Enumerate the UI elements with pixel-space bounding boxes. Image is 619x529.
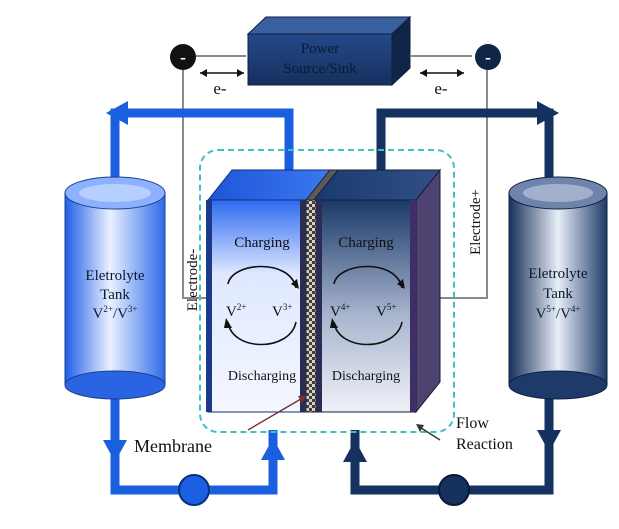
negative-electrode-strip <box>206 200 212 412</box>
electron-label-right: e- <box>434 79 448 98</box>
right-pump-icon <box>438 474 470 506</box>
right-up-arrow-icon <box>343 440 367 462</box>
left-cell-ion-b: V3+ <box>272 302 292 320</box>
negative-felt-strip <box>300 200 306 412</box>
left-tank-label-line1: Eletrolyte <box>85 268 144 284</box>
electron-flow-right: e- <box>420 69 464 98</box>
electron-flow-left: e- <box>200 69 244 98</box>
right-charge-arc <box>333 265 403 289</box>
right-discharging-label: Discharging <box>332 369 400 384</box>
right-tank: Eletrolyte Tank V5+/V4+ <box>508 176 608 400</box>
right-cell-ion-b: V5+ <box>376 302 396 320</box>
cell-side-face <box>415 168 441 414</box>
right-top-arrow-icon <box>537 101 559 125</box>
svg-text:-: - <box>180 47 186 67</box>
left-up-arrow-icon <box>261 438 285 460</box>
left-top-arrow-icon <box>106 101 128 125</box>
right-charging-label: Charging <box>338 235 394 251</box>
left-tank-ions: V2+/V3+ <box>92 304 137 322</box>
left-charge-arc <box>227 265 297 289</box>
left-discharge-arc <box>227 321 297 346</box>
right-half-cell-reaction: Charging Discharging V4+ V5+ <box>330 235 405 384</box>
right-tank-label-line1: Eletrolyte <box>528 266 587 282</box>
positive-electrode-strip <box>410 200 416 412</box>
right-discharge-arc <box>333 321 403 346</box>
left-charging-label: Charging <box>234 235 290 251</box>
power-label-line1: Power <box>301 41 339 57</box>
positive-terminal: - <box>475 44 501 70</box>
membrane-label: Membrane <box>134 436 212 456</box>
right-down-arrow-icon <box>537 430 561 452</box>
svg-text:-: - <box>485 47 491 67</box>
left-pump-icon <box>178 474 210 506</box>
membrane-callout: Membrane <box>134 395 307 456</box>
right-tank-ions: V5+/V4+ <box>535 304 580 322</box>
left-tank-label-line2: Tank <box>100 287 130 303</box>
left-down-arrow-icon <box>103 440 127 462</box>
negative-half-cell <box>207 199 307 413</box>
membrane-pointer <box>247 395 307 431</box>
left-cell-ion-a: V2+ <box>226 302 246 320</box>
positive-terminal-icon <box>475 44 501 70</box>
right-cell-ion-a: V4+ <box>330 302 350 320</box>
left-discharging-label: Discharging <box>228 369 296 384</box>
electron-label-left: e- <box>213 79 227 98</box>
membrane <box>305 199 317 413</box>
flow-label-line2: Reaction <box>456 436 513 453</box>
flow-label-line1: Flow <box>456 415 489 432</box>
cell-stack <box>206 168 442 414</box>
power-label-line2: Source/Sink <box>283 61 357 77</box>
left-half-cell-reaction: Charging Discharging V2+ V3+ <box>224 235 299 384</box>
flow-reaction-callout: Flow Reaction <box>416 415 513 453</box>
electrode-negative-label: Electrode- <box>185 249 201 311</box>
electrode-positive-label: Electrode+ <box>468 189 484 255</box>
right-tank-label-line2: Tank <box>543 286 573 302</box>
negative-terminal: - <box>170 44 196 70</box>
power-source-box: Power Source/Sink <box>246 15 412 87</box>
left-tank: Eletrolyte Tank V2+/V3+ <box>64 176 166 400</box>
negative-terminal-icon <box>170 44 196 70</box>
positive-half-cell <box>315 199 417 413</box>
positive-wire <box>430 52 488 299</box>
positive-felt-strip <box>316 200 322 412</box>
